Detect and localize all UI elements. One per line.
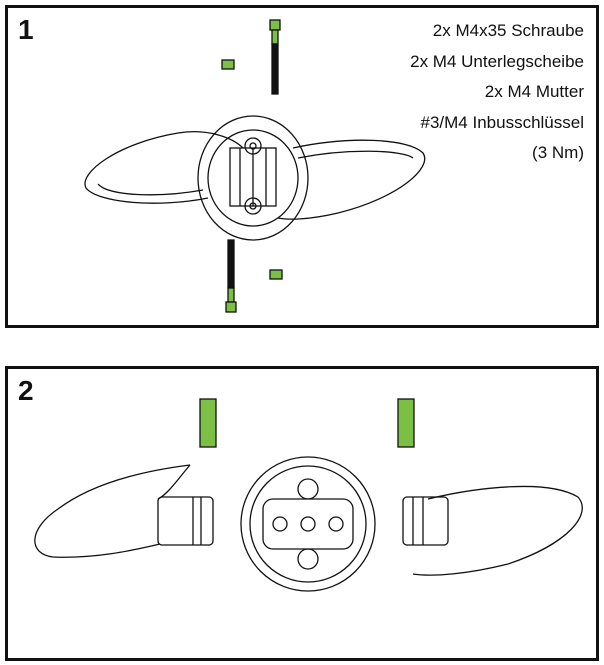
step-number: 1 bbox=[18, 14, 34, 45]
rubber-pad-right bbox=[397, 398, 415, 448]
right-lever-shape bbox=[277, 139, 426, 220]
part-washer: 2x M4 Unterlegscheibe bbox=[410, 51, 584, 71]
screw-top-thread bbox=[271, 43, 279, 95]
assembly-illustration-2 bbox=[34, 398, 583, 592]
parts-list: 2x M4x35 Schraube 2x M4 Unterlegscheibe … bbox=[410, 16, 584, 169]
step-2-panel: 2 bbox=[5, 366, 599, 661]
nut-top bbox=[221, 59, 235, 70]
left-lever bbox=[34, 464, 214, 558]
screw-bottom-thread bbox=[227, 239, 235, 289]
nut-bottom bbox=[269, 269, 283, 280]
screw-top bbox=[269, 19, 281, 45]
assembly-illustration-1 bbox=[84, 19, 426, 313]
part-hex-key: #3/M4 Inbusschlüssel bbox=[420, 112, 584, 132]
part-screw: 2x M4x35 Schraube bbox=[432, 21, 584, 40]
clamp-mount bbox=[197, 115, 309, 241]
screw-bottom bbox=[225, 287, 237, 313]
part-nut: 2x M4 Mutter bbox=[484, 82, 584, 101]
right-lever bbox=[402, 485, 583, 576]
step-1-panel: 1 2x M4x35 Schraube 2x M4 Unterlegscheib… bbox=[5, 5, 599, 328]
step-number: 2 bbox=[18, 375, 34, 406]
rubber-pad-left bbox=[199, 398, 217, 448]
part-torque: (3 Nm) bbox=[532, 143, 584, 162]
left-lever-shape bbox=[84, 131, 244, 204]
center-mount bbox=[240, 456, 376, 592]
